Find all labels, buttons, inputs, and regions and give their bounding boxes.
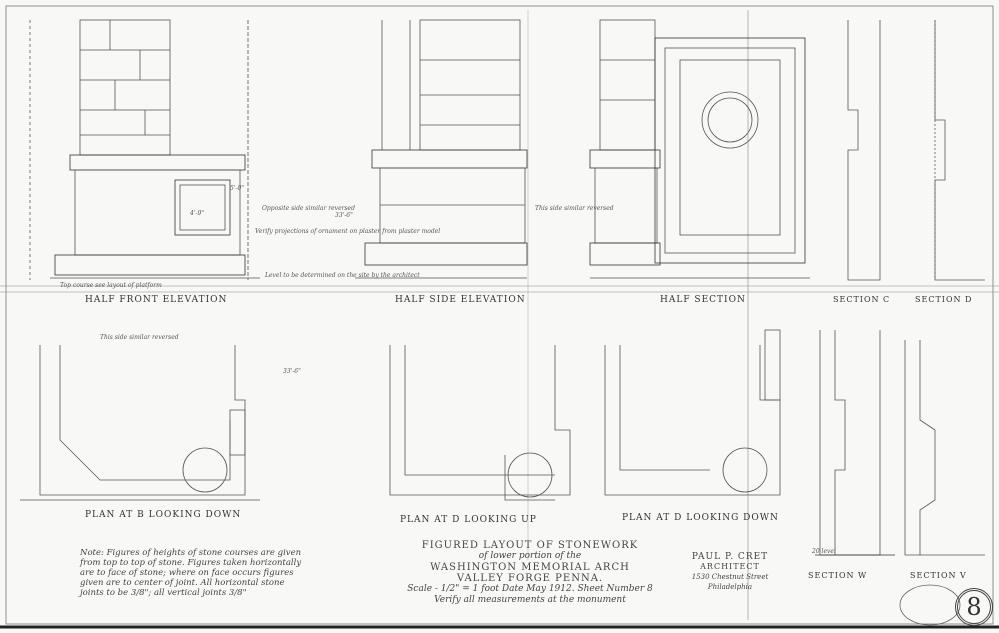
general-note: Note: Figures of heights of stone course… <box>80 548 302 598</box>
annotation-verify-plaster: Verify projections of ornament on plaste… <box>255 228 441 235</box>
section-w-v-drawings <box>815 330 985 556</box>
annotation-level: Level to be determined on the site by th… <box>265 272 420 279</box>
view-label-section-c: Section C <box>833 295 891 304</box>
view-label-plan-b-down: Plan at B Looking Down <box>85 510 242 520</box>
view-label-half-front-elevation: Half Front Elevation <box>85 295 228 305</box>
architect-title: Architect <box>700 562 760 571</box>
view-label-plan-d-down: Plan at D Looking Down <box>622 513 779 523</box>
sheet-number-badge: 8 <box>955 588 993 626</box>
dimension-5-0: 5'-0" <box>230 185 245 192</box>
view-label-half-section: Half Section <box>660 295 746 305</box>
title-line-1: Figured Layout of Stonework <box>421 540 639 551</box>
view-label-section-d: Section D <box>915 295 973 304</box>
view-label-section-v: Section V <box>910 571 967 580</box>
dimension-33-6: 33'-6" <box>335 212 353 219</box>
view-label-section-w: Section W <box>808 571 868 580</box>
plan-d-up-drawing <box>389 345 571 501</box>
sheet-border <box>5 5 994 625</box>
title-line-2: of lower portion of the <box>478 551 582 561</box>
dimension-4-9: 4'-9" <box>190 210 205 217</box>
title-line-3: Washington Memorial Arch <box>430 562 630 573</box>
title-line-6: Verify all measurements at the monument <box>434 595 626 605</box>
dimension-33-6-plan: 33'-6" <box>283 368 301 375</box>
half-section-drawing <box>589 19 810 279</box>
architect-address: 1530 Chestnut Street <box>691 573 769 581</box>
half-front-elevation-drawing <box>29 19 260 280</box>
architect-block: Paul P. Cret Architect 1530 Chestnut Str… <box>690 552 770 592</box>
title-line-4: Valley Forge Penna. <box>456 573 604 584</box>
annotation-top-course: Top course see layout of platform <box>60 282 162 289</box>
half-side-elevation-drawing <box>355 19 528 279</box>
plan-b-drawing <box>20 345 260 501</box>
title-block: Figured Layout of Stonework of lower por… <box>400 540 660 606</box>
title-line-5: Scale - 1/2" = 1 foot Date May 1912. She… <box>407 584 653 594</box>
section-c-d-drawings <box>847 20 985 281</box>
architect-city: Philadelphia <box>707 583 753 591</box>
annotation-this-side: This side similar reversed <box>535 205 614 212</box>
annotation-opposite-side: Opposite side similar reversed <box>262 205 355 212</box>
view-label-plan-d-up: Plan at D Looking Up <box>400 515 537 525</box>
architect-name: Paul P. Cret <box>691 552 769 562</box>
plan-d-down-drawing <box>604 329 781 496</box>
annotation-level-20: 20 level <box>812 548 836 555</box>
view-label-half-side-elevation: Half Side Elevation <box>395 295 526 305</box>
annotation-this-side-plan: This side similar reversed <box>100 334 179 341</box>
